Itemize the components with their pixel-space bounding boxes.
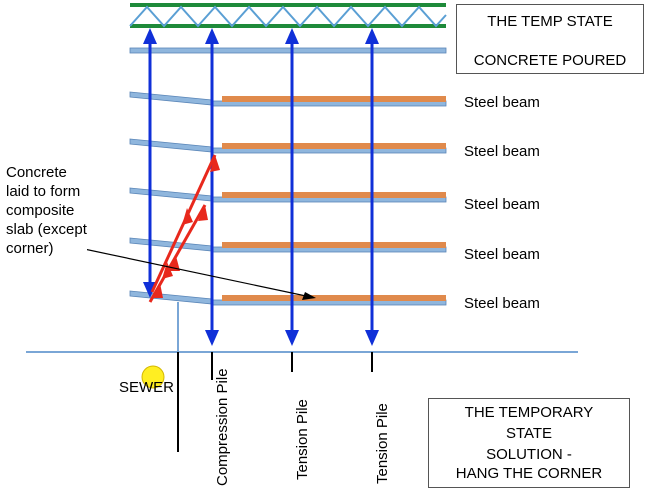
floor-slabs <box>129 91 447 306</box>
concrete-annotation: Concrete laid to form composite slab (ex… <box>6 163 87 258</box>
sewer-circle <box>141 365 165 389</box>
roof-truss <box>129 3 447 28</box>
title-box: THE TEMP STATE CONCRETE POURED <box>456 4 644 74</box>
top-slab <box>129 47 447 54</box>
solution-line-2: STATE <box>505 425 553 442</box>
steel-beam-label-3: Steel beam <box>464 196 540 213</box>
tension-pile-label-2: Tension Pile <box>374 403 391 484</box>
red-diagonal-arrows <box>148 154 220 303</box>
compression-pile-label: Compression Pile <box>214 368 231 486</box>
annotation-line-1: Concrete <box>6 164 67 181</box>
title-line-1: THE TEMP STATE <box>487 13 613 30</box>
steel-beam-label-1: Steel beam <box>464 94 540 111</box>
steel-beam-label-5: Steel beam <box>464 295 540 312</box>
title-line-2: CONCRETE POURED <box>473 52 627 69</box>
solution-box: THE TEMPORARY STATE SOLUTION - HANG THE … <box>428 398 630 488</box>
steel-beam-label-4: Steel beam <box>464 246 540 263</box>
tension-pile-label-1: Tension Pile <box>294 399 311 480</box>
annotation-line-4: slab (except <box>6 221 87 238</box>
annotation-leader <box>69 245 316 300</box>
annotation-line-2: laid to form <box>6 183 81 200</box>
sewer-label: SEWER <box>119 379 175 396</box>
pile-shafts <box>177 352 373 452</box>
steel-beam-label-2: Steel beam <box>464 143 540 160</box>
solution-line-1: THE TEMPORARY <box>464 404 594 421</box>
blue-load-arrows <box>143 28 379 346</box>
annotation-line-3: composite <box>6 202 75 219</box>
solution-line-4: HANG THE CORNER <box>455 465 603 482</box>
solution-line-3: SOLUTION - <box>486 446 572 463</box>
annotation-line-5: corner) <box>6 240 54 257</box>
steel-beams <box>222 96 446 301</box>
